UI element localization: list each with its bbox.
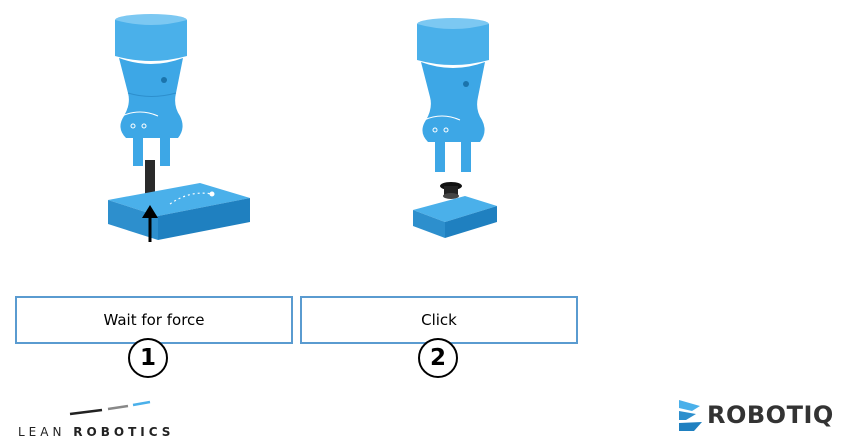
robotics-word: ROBOTICS — [73, 425, 174, 439]
robotiq-logo-icon — [676, 398, 704, 432]
step-1-label: Wait for force — [103, 311, 204, 329]
robotiq-logo: ROBOTIQ — [676, 398, 834, 432]
step-2-label-box: Click — [300, 296, 578, 344]
step-1-label-box: Wait for force — [15, 296, 293, 344]
step-1-number-badge: 1 — [128, 338, 168, 378]
step-1-number: 1 — [140, 345, 156, 371]
lean-robotics-wordmark: LEAN ROBOTICS — [18, 425, 174, 439]
gripper-illustration-click — [405, 12, 515, 242]
robotiq-wordmark: ROBOTIQ — [707, 401, 834, 429]
step-2-label: Click — [421, 311, 457, 329]
lean-robotics-logo-mark — [18, 398, 158, 420]
step-2-number: 2 — [430, 345, 446, 371]
gripper-illustration-force — [100, 8, 260, 243]
step-2-number-badge: 2 — [418, 338, 458, 378]
lean-word: LEAN — [18, 425, 65, 439]
